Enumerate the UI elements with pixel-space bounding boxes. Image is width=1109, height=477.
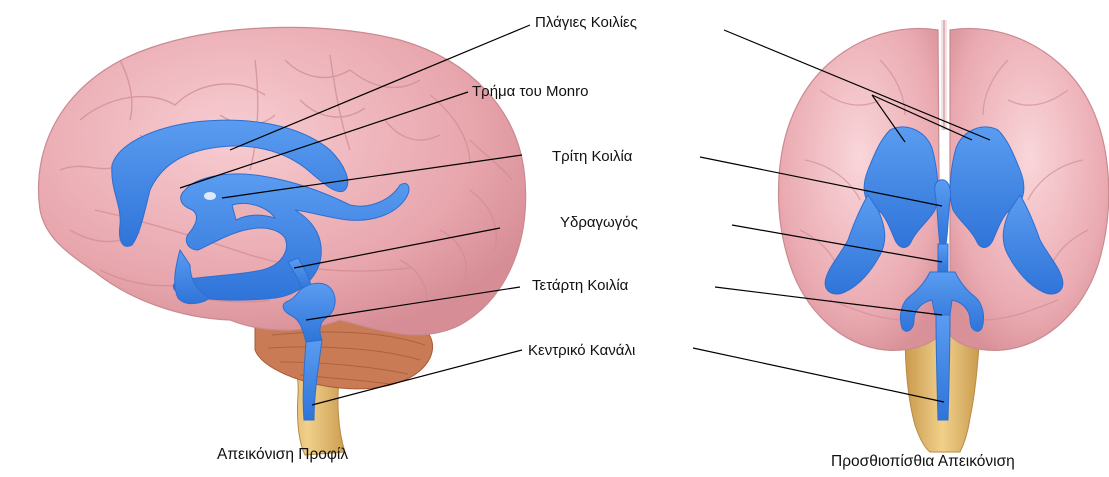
- profile-view: [38, 27, 525, 455]
- label-aqueduct: Υδραγωγός: [560, 214, 638, 231]
- profile-foramen-of-monro: [204, 192, 216, 200]
- label-lateral-ventricles: Πλάγιες Κοιλίες: [535, 14, 637, 31]
- label-fourth-ventricle: Τετάρτη Κοιλία: [532, 277, 629, 294]
- caption-anterior-posterior-view: Προσθιοπίσθια Απεικόνιση: [831, 453, 1015, 470]
- label-foramen-of-monro: Τρήμα του Monro: [472, 83, 588, 100]
- caption-profile-view: Απεικόνιση Προφίλ: [217, 446, 348, 463]
- view-captions: Απεικόνιση Προφίλ Προσθιοπίσθια Απεικόνι…: [217, 446, 1015, 470]
- front-aqueduct: [938, 244, 948, 272]
- front-central-canal: [936, 315, 950, 420]
- label-central-canal: Κεντρικό Κανάλι: [528, 342, 635, 359]
- label-third-ventricle: Τρίτη Κοιλία: [552, 148, 633, 165]
- anterior-posterior-view: [779, 20, 1109, 452]
